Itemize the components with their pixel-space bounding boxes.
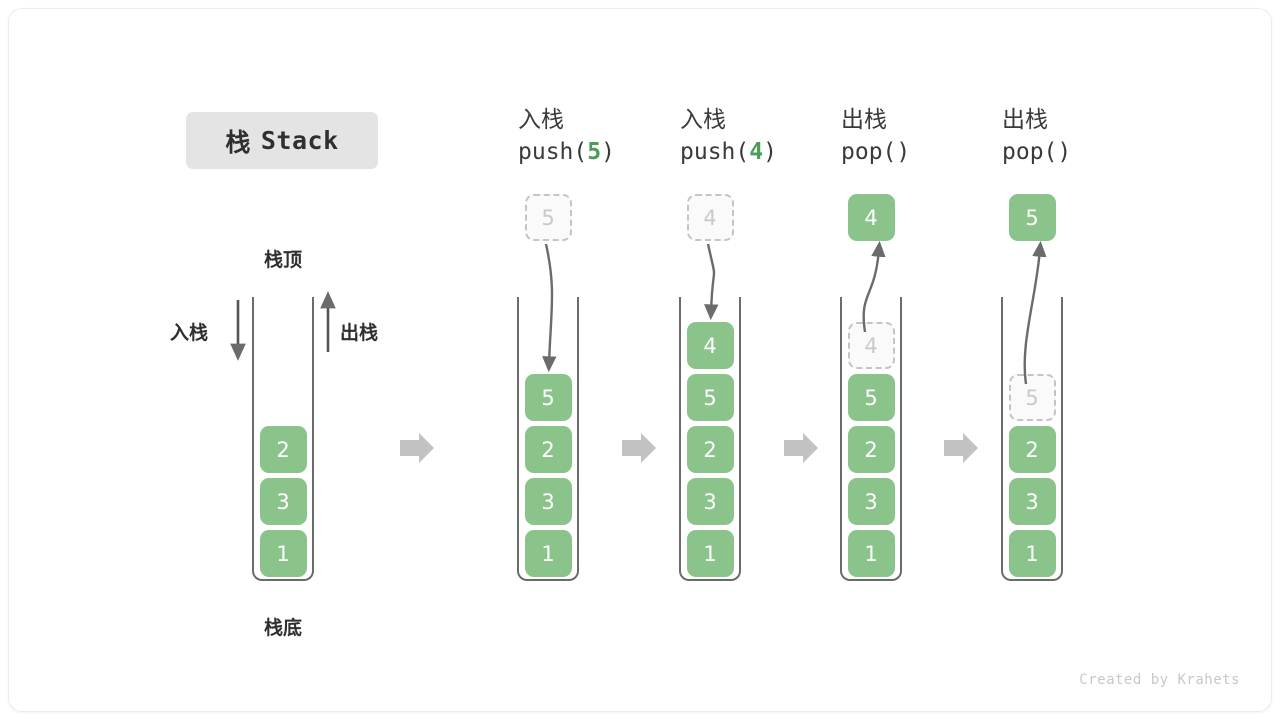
stack-cell: 3 bbox=[686, 478, 734, 525]
credit-text: Created by Krahets bbox=[1079, 672, 1240, 688]
stack-cell: 5 bbox=[847, 374, 895, 421]
stack-bottom-label: 栈底 bbox=[263, 617, 302, 639]
stack-cell: 3 bbox=[524, 478, 572, 525]
pop-direction-label: 出栈 bbox=[340, 322, 379, 344]
stack-cell: 3 bbox=[847, 478, 895, 525]
stack-container-pop-4 bbox=[840, 297, 902, 581]
column-operation-code: pop() bbox=[1002, 139, 1072, 165]
operation-argument: 4 bbox=[749, 139, 764, 165]
column-operation-label: 出栈 bbox=[1002, 107, 1048, 133]
column-header-pop-4: 出栈 pop() bbox=[841, 105, 1011, 169]
stack-cell-ghost: 5 bbox=[1008, 374, 1056, 421]
pending-push-card: 5 bbox=[524, 194, 572, 241]
title-chinese: 栈 bbox=[225, 127, 251, 157]
popped-card: 4 bbox=[847, 194, 895, 241]
stack-cell: 2 bbox=[847, 426, 895, 473]
column-operation-code: push(5) bbox=[518, 139, 615, 165]
stack-cell: 2 bbox=[524, 426, 572, 473]
popped-card: 5 bbox=[1008, 194, 1056, 241]
title-english: Stack bbox=[260, 126, 339, 155]
stack-cell: 1 bbox=[524, 530, 572, 577]
stack-container-initial bbox=[252, 297, 314, 581]
stack-cell: 4 bbox=[686, 322, 734, 369]
diagram-title: 栈 Stack bbox=[186, 112, 378, 169]
pending-push-card: 4 bbox=[686, 194, 734, 241]
stack-cell: 2 bbox=[1008, 426, 1056, 473]
push-direction-label: 入栈 bbox=[170, 322, 209, 344]
stack-cell: 5 bbox=[524, 374, 572, 421]
column-header-pop-5: 出栈 pop() bbox=[1002, 105, 1172, 169]
stack-cell: 3 bbox=[259, 478, 307, 525]
stack-container-pop-5 bbox=[1001, 297, 1063, 581]
column-header-push-5: 入栈 push(5) bbox=[518, 105, 688, 169]
stack-top-label: 栈顶 bbox=[263, 249, 302, 271]
stack-cell: 3 bbox=[1008, 478, 1056, 525]
stack-cell: 1 bbox=[686, 530, 734, 577]
stack-cell: 1 bbox=[259, 530, 307, 577]
column-header-push-4: 入栈 push(4) bbox=[680, 105, 850, 169]
stack-cell: 1 bbox=[1008, 530, 1056, 577]
stack-cell: 1 bbox=[847, 530, 895, 577]
operation-argument: 5 bbox=[587, 139, 602, 165]
column-operation-label: 入栈 bbox=[680, 107, 726, 133]
stack-container-push-4 bbox=[679, 297, 741, 581]
stack-cell: 5 bbox=[686, 374, 734, 421]
column-operation-code: push(4) bbox=[680, 139, 777, 165]
column-operation-label: 入栈 bbox=[518, 107, 564, 133]
stack-cell: 2 bbox=[259, 426, 307, 473]
stack-container-push-5 bbox=[517, 297, 579, 581]
column-operation-code: pop() bbox=[841, 139, 911, 165]
stack-cell: 2 bbox=[686, 426, 734, 473]
stack-cell-ghost: 4 bbox=[847, 322, 895, 369]
column-operation-label: 出栈 bbox=[841, 107, 887, 133]
